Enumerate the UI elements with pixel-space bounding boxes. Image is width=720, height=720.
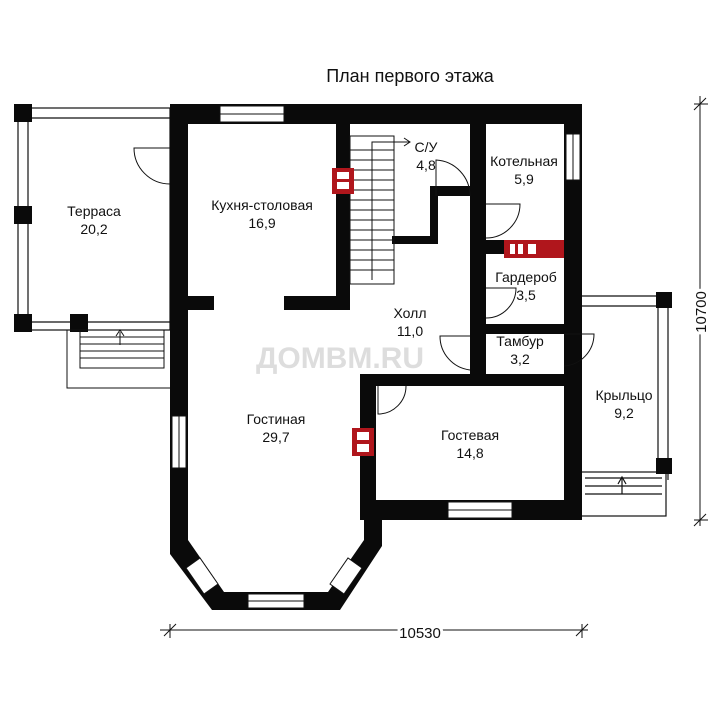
height-dimension-label: 10700 <box>693 291 710 333</box>
terrace-posts <box>14 104 88 332</box>
windows <box>171 105 581 609</box>
room-living-name: Гостиная <box>247 411 306 427</box>
watermark: ДОМВМ.RU <box>256 342 424 375</box>
room-porch-area: 9,2 <box>614 405 634 421</box>
terrace-stairs <box>66 329 172 389</box>
terrace-outline <box>17 107 171 331</box>
room-guest-name: Гостевая <box>441 427 499 443</box>
staircase <box>349 135 411 285</box>
room-wc-area: 4,8 <box>416 157 436 173</box>
room-boiler-area: 5,9 <box>514 171 534 187</box>
plan-title: План первого этажа <box>326 66 495 86</box>
room-kitchen-name: Кухня-столовая <box>211 197 313 213</box>
room-hall-area: 11,0 <box>397 323 423 339</box>
room-boiler-name: Котельная <box>490 153 558 169</box>
doors <box>133 147 595 415</box>
room-tambour-area: 3,2 <box>510 351 530 367</box>
porch-posts <box>656 292 672 474</box>
dimension-width <box>160 623 589 638</box>
dimension-height <box>693 96 708 527</box>
room-porch-name: Крыльцо <box>595 387 652 403</box>
room-terrace-area: 20,2 <box>80 221 107 237</box>
heating-elements <box>332 168 564 456</box>
room-tambour-name: Тамбур <box>496 333 544 349</box>
room-kitchen-area: 16,9 <box>248 215 275 231</box>
room-living-area: 29,7 <box>262 429 289 445</box>
room-wc-name: С/У <box>415 139 438 155</box>
room-guest-area: 14,8 <box>456 445 483 461</box>
room-hall-name: Холл <box>394 305 427 321</box>
room-terrace-name: Терраса <box>67 203 121 219</box>
room-wardrobe-area: 3,5 <box>516 287 536 303</box>
room-wardrobe-name: Гардероб <box>495 269 557 285</box>
room-labels: Терраса 20,2 Кухня-столовая 16,9 С/У 4,8… <box>67 139 653 461</box>
width-dimension-label: 10530 <box>399 625 441 642</box>
